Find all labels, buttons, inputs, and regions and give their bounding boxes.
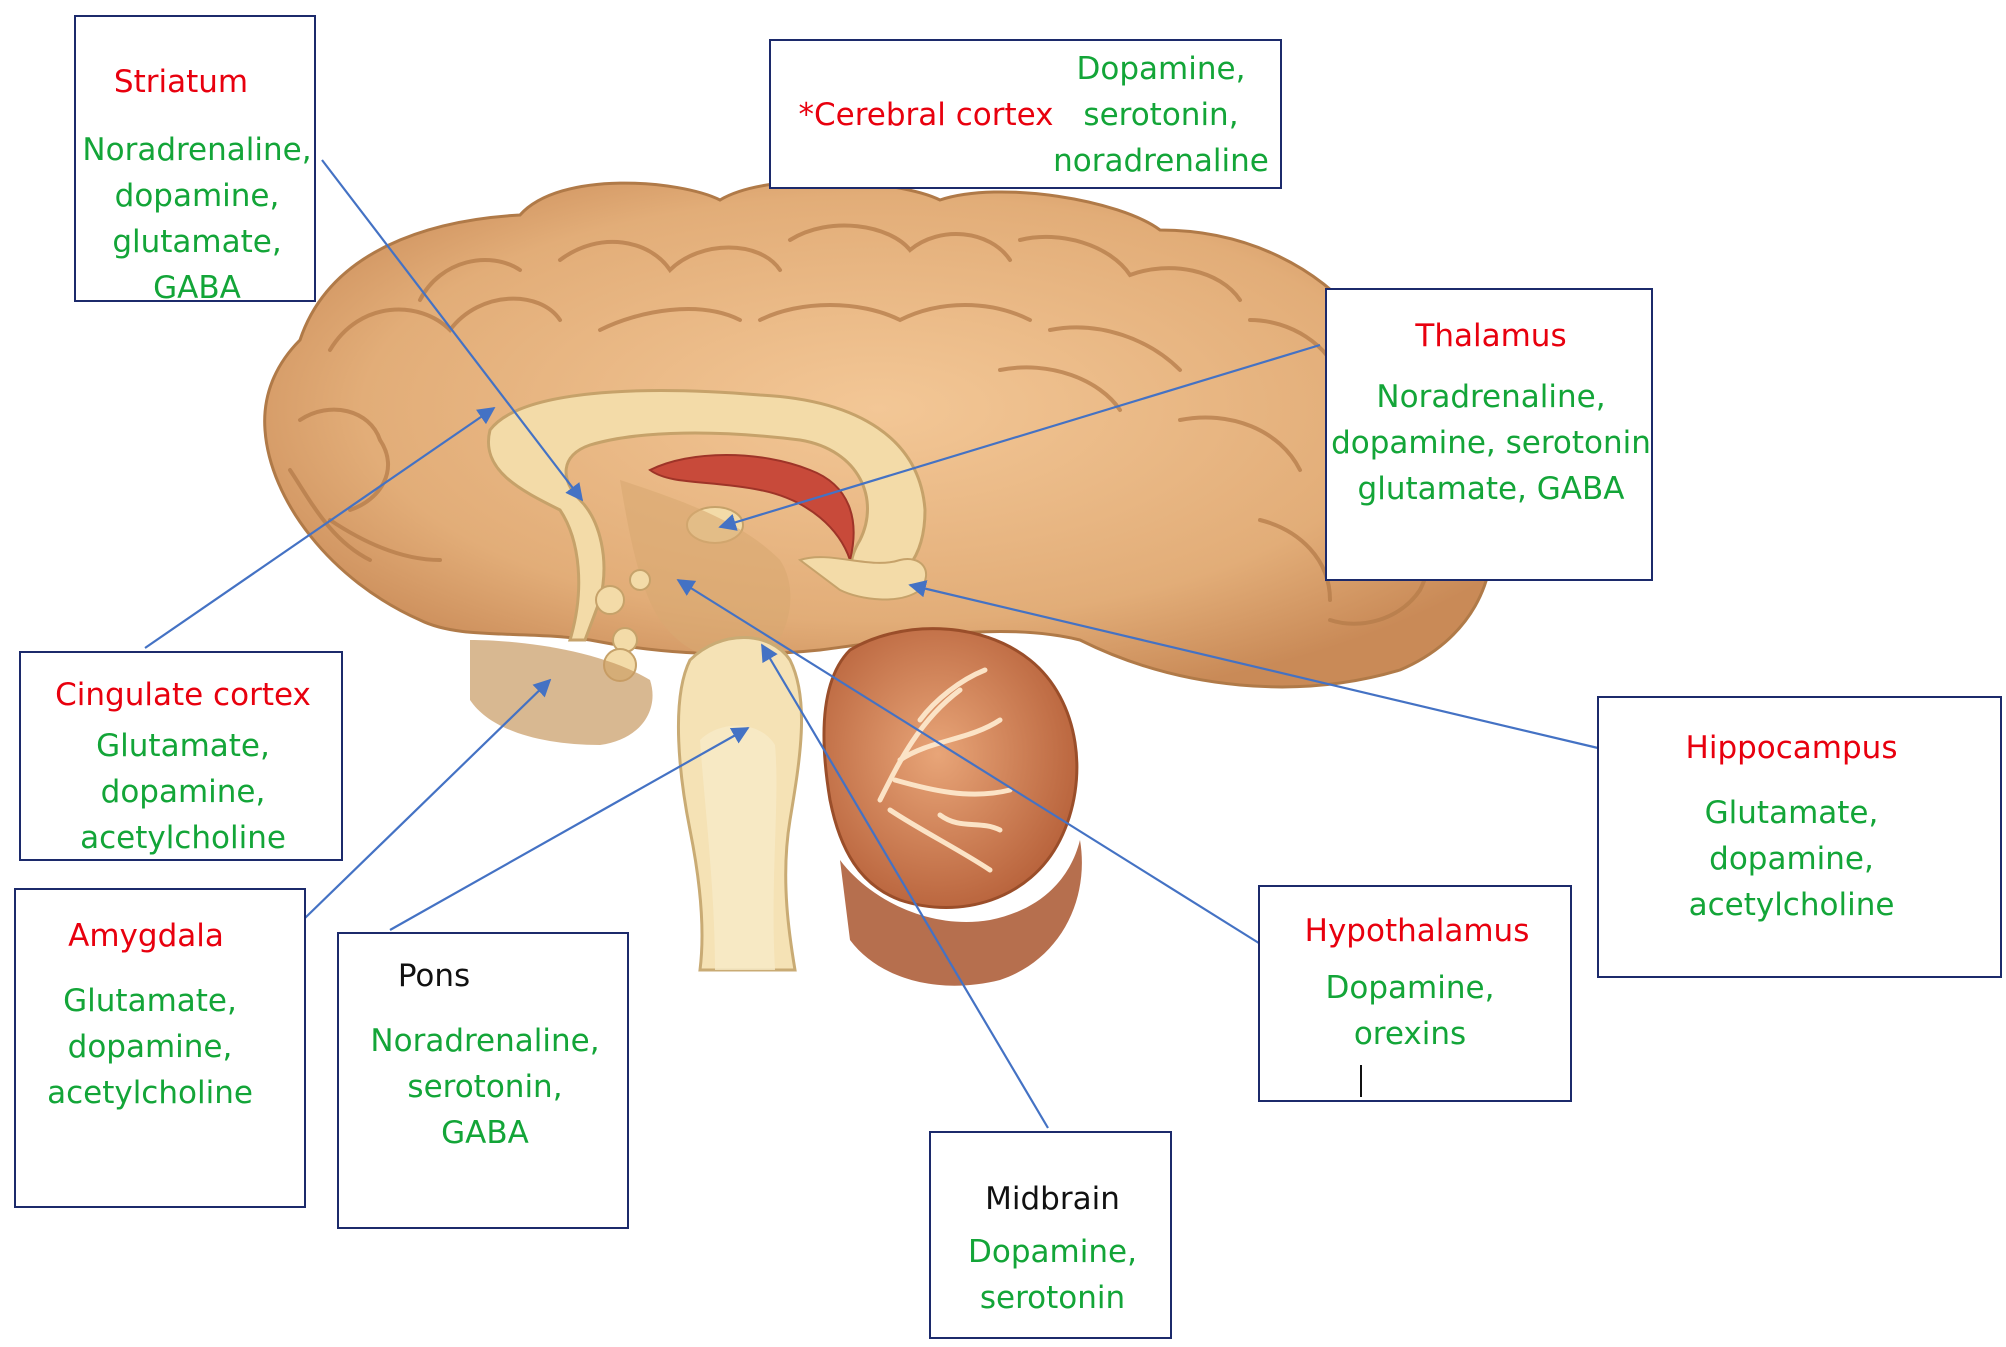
text-cursor (1360, 1065, 1362, 1097)
fornix-curve (797, 556, 927, 601)
pons-neurotransmitters: Noradrenaline, serotonin, GABA (370, 1023, 600, 1151)
diencephalon (620, 480, 791, 663)
amygdala-neurotransmitters: Glutamate, dopamine, acetylcholine (47, 983, 253, 1111)
label-box-thalamus: Thalamus Noradrenaline, dopamine, seroto… (1325, 288, 1653, 581)
label-box-midbrain: Midbrain Dopamine, serotonin (929, 1131, 1172, 1339)
line-pons (389, 727, 750, 931)
corpus-callosum (487, 389, 927, 642)
line-striatum (321, 159, 584, 502)
hippocampus-title: Hippocampus (1685, 730, 1898, 766)
cerebellum (822, 627, 1079, 909)
amygdala-title: Amygdala (68, 918, 224, 954)
label-box-pons: Pons Noradrenaline, serotonin, GABA (337, 932, 629, 1229)
arbor-vitae (877, 667, 1013, 873)
cerebral-cortex-title: *Cerebral cortex (798, 97, 1054, 133)
label-box-striatum: Striatum Noradrenaline, dopamine, glutam… (74, 15, 316, 306)
striatum-neurotransmitters: Noradrenaline, dopamine, glutamate, GABA (82, 132, 312, 306)
midbrain-title: Midbrain (985, 1181, 1120, 1217)
cerebellum-lower (840, 840, 1082, 986)
label-box-cingulate-cortex: Cingulate cortex Glutamate, dopamine, ac… (19, 651, 343, 861)
hypothalamus-title: Hypothalamus (1304, 913, 1530, 949)
medulla (700, 725, 777, 970)
line-midbrain (761, 643, 1049, 1129)
label-box-hippocampus: Hippocampus Glutamate, dopamine, acetylc… (1597, 696, 2002, 978)
line-hippocampus (908, 580, 1599, 750)
temporal-lobe (470, 640, 653, 745)
line-hypothalamus (676, 579, 1263, 946)
thalamus-title: Thalamus (1415, 318, 1567, 354)
line-cingulate (144, 407, 496, 649)
line-amygdala (304, 678, 552, 919)
leader-lines (144, 159, 1599, 1129)
line-thalamus (718, 343, 1321, 531)
thalamus-neurotransmitters: Noradrenaline, dopamine, serotonin gluta… (1331, 379, 1651, 507)
pons-title: Pons (397, 958, 471, 994)
cerebral-cortex-neurotransmitters: Dopamine, serotonin, noradrenaline (1053, 51, 1269, 179)
hypothalamus-neurotransmitters: Dopamine, orexins (1325, 970, 1495, 1052)
label-box-amygdala: Amygdala Glutamate, dopamine, acetylchol… (14, 888, 306, 1208)
label-box-hypothalamus: Hypothalamus Dopamine, orexins (1258, 885, 1572, 1102)
label-box-cerebral-cortex: *Cerebral cortex Dopamine, serotonin, no… (769, 39, 1282, 189)
striatum-title: Striatum (113, 64, 249, 100)
midbrain-neurotransmitters: Dopamine, serotonin (968, 1234, 1137, 1316)
hippocampus-neurotransmitters: Glutamate, dopamine, acetylcholine (1688, 795, 1895, 923)
gyri-folds (288, 223, 1433, 626)
cingulate-cortex-neurotransmitters: Glutamate, dopamine, acetylcholine (80, 728, 286, 856)
cingulate-cortex-title: Cingulate cortex (55, 677, 311, 713)
